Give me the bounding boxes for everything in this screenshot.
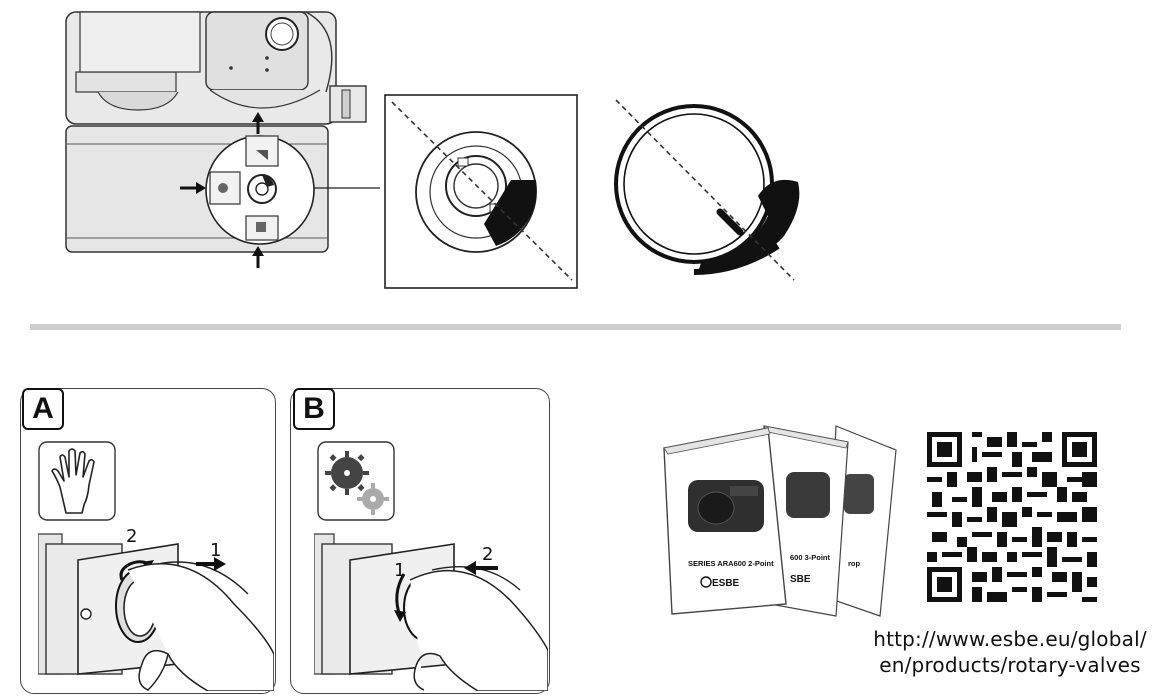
zoom-detail-box	[384, 94, 578, 289]
manual-booklets: SERIES ARA600 2-Point ESBE 600 3-Point S…	[663, 425, 897, 617]
url-line-1[interactable]: http://www.esbe.eu/global/	[873, 627, 1147, 651]
gears-icon	[317, 441, 395, 521]
step-label-1: 1	[210, 540, 222, 561]
product-url[interactable]: http://www.esbe.eu/global/ en/products/r…	[872, 626, 1148, 678]
step-label-1: 1	[394, 560, 406, 581]
rotary-knob-drawing	[614, 99, 800, 281]
actuator-manual-illustration	[38, 533, 274, 691]
step-label-2: 2	[126, 526, 138, 547]
section-divider	[30, 324, 1121, 330]
step-label-2: 2	[482, 544, 494, 565]
qr-code-icon[interactable]	[927, 432, 1097, 602]
panel-a-badge: A	[22, 388, 64, 430]
booklet-caption: SERIES ARA600 2-Point	[688, 559, 774, 568]
booklet-caption: 600 3-Point	[790, 553, 831, 562]
hand-icon	[38, 441, 116, 521]
booklet-caption: rop	[848, 559, 861, 568]
pump-valve-drawing	[65, 11, 380, 268]
panel-b-badge: B	[293, 388, 335, 430]
url-line-2[interactable]: en/products/rotary-valves	[879, 653, 1141, 677]
booklet-brand: SBE	[790, 574, 811, 585]
actuator-auto-illustration	[314, 533, 548, 691]
booklet-brand: ESBE	[712, 578, 740, 589]
